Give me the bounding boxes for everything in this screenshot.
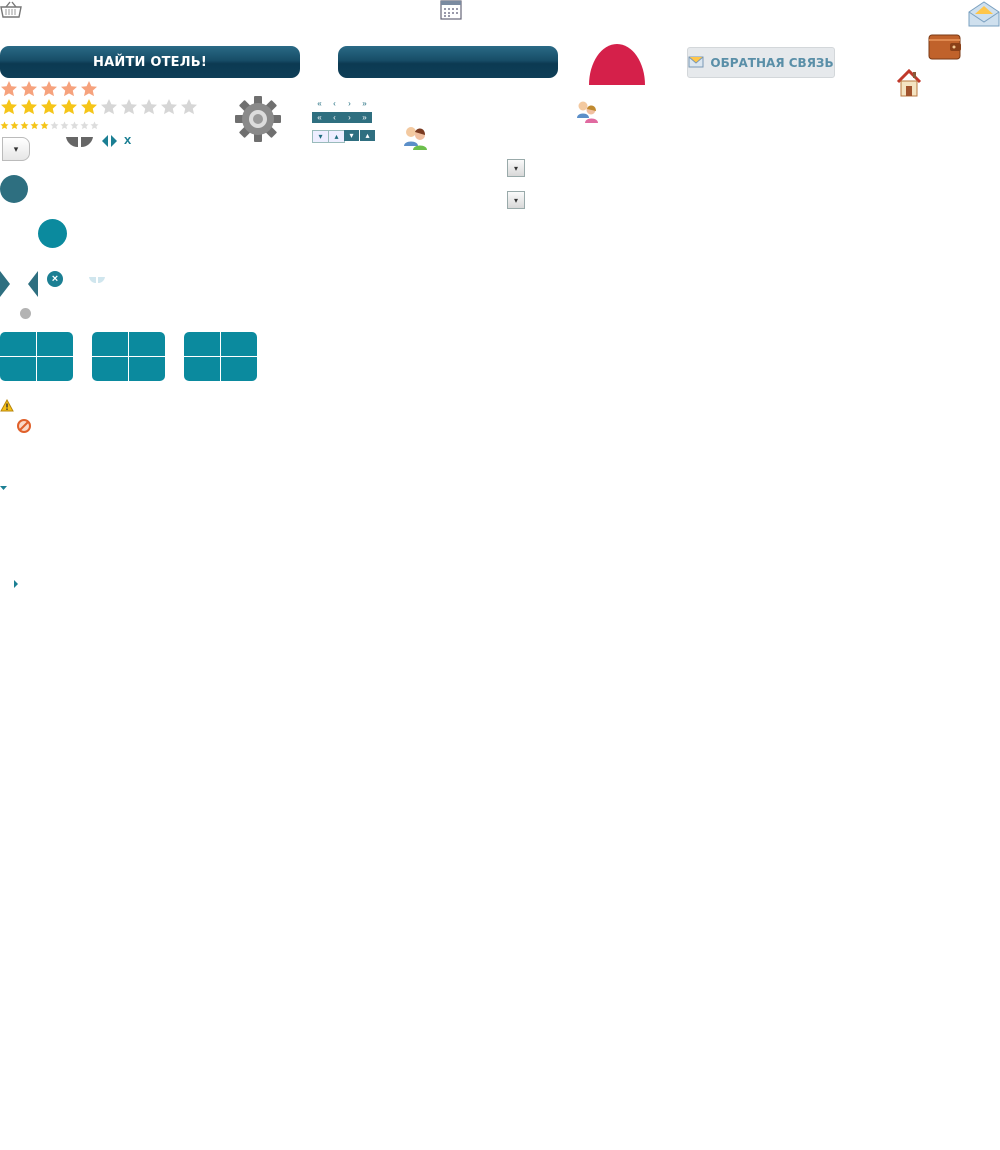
chevron-down-icon: ▾	[13, 143, 19, 154]
star-rating-large-gold[interactable]	[0, 98, 200, 117]
sort-down-filled-icon[interactable]: ▾	[344, 130, 359, 141]
close-circle-icon[interactable]: ×	[47, 271, 63, 287]
sort-up-filled-icon[interactable]: ▴	[360, 130, 375, 141]
gear-icon[interactable]	[234, 95, 282, 143]
first-page-icon[interactable]: «	[317, 99, 322, 108]
forbidden-icon	[17, 419, 31, 433]
caret-down-icon[interactable]	[0, 478, 8, 490]
tile-grid-3[interactable]	[184, 332, 257, 381]
warning-icon	[0, 398, 14, 412]
users-icon[interactable]	[402, 124, 430, 152]
select-toggle[interactable]: ▾	[2, 137, 30, 161]
chevron-down-icon: ▾	[513, 163, 518, 173]
users-small-icon[interactable]	[575, 99, 601, 125]
feedback-button[interactable]: ОБРАТНАЯ СВЯЗЬ	[687, 47, 835, 78]
caret-right-icon[interactable]	[13, 575, 19, 588]
last-page-filled-icon[interactable]: »	[357, 112, 372, 123]
crimson-half-circle	[589, 44, 645, 85]
arrow-right-large-icon[interactable]	[0, 271, 12, 297]
split-pill-icon	[66, 136, 93, 148]
close-icon[interactable]: x	[124, 132, 132, 147]
home-icon[interactable]	[895, 68, 923, 98]
wallet-icon[interactable]	[928, 33, 962, 61]
blank-dark-button[interactable]	[338, 46, 558, 78]
feedback-label: ОБРАТНАЯ СВЯЗЬ	[710, 55, 834, 70]
dropdown-toggle-2[interactable]: ▾	[507, 191, 525, 209]
envelope-icon	[688, 54, 704, 71]
star-rating-large-orange[interactable]	[0, 80, 100, 98]
teal-circle	[38, 219, 67, 248]
next-page-icon[interactable]: ›	[348, 99, 351, 108]
calendar-icon[interactable]	[440, 0, 462, 20]
sort-down-icon[interactable]: ▾	[312, 130, 329, 143]
tile-grid-2[interactable]	[92, 332, 165, 381]
dark-teal-circle	[0, 175, 28, 203]
star-rating-small-gold[interactable]	[0, 121, 100, 130]
dropdown-toggle-1[interactable]: ▾	[507, 159, 525, 177]
split-pill-light-icon	[89, 272, 105, 284]
basket-icon[interactable]	[0, 0, 22, 20]
arrow-left-right-icon[interactable]	[101, 134, 119, 148]
first-page-filled-icon[interactable]: «	[312, 112, 327, 123]
chevron-down-icon: ▾	[513, 195, 518, 205]
arrow-left-large-icon[interactable]	[28, 271, 40, 297]
last-page-icon[interactable]: »	[362, 99, 367, 108]
prev-page-filled-icon[interactable]: ‹	[327, 112, 342, 123]
find-hotel-button[interactable]: НАЙТИ ОТЕЛЬ!	[0, 46, 300, 78]
prev-page-icon[interactable]: ‹	[333, 99, 336, 108]
next-page-filled-icon[interactable]: ›	[342, 112, 357, 123]
tile-grid-1[interactable]	[0, 332, 73, 381]
open-envelope-icon[interactable]	[968, 0, 1000, 28]
gray-dot	[20, 308, 31, 319]
sort-up-icon[interactable]: ▴	[328, 130, 345, 143]
